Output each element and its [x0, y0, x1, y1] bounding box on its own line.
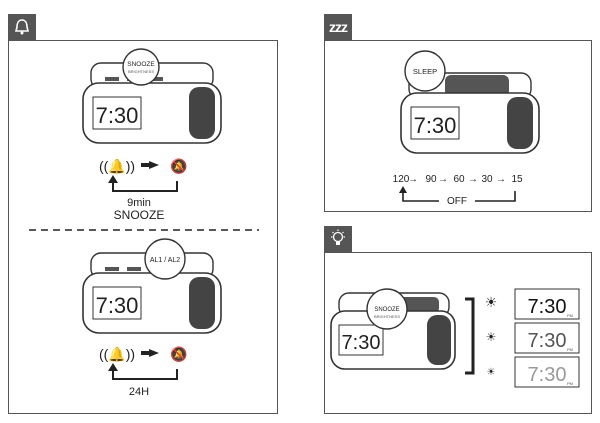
- arrow-right-icon: [149, 349, 159, 357]
- light-bulb-icon: [331, 229, 345, 245]
- arrow-right-icon: →: [438, 174, 448, 185]
- snooze-button-callout: SNOOZE BRIGHTNESS: [122, 48, 160, 86]
- sleep-button-callout: SLEEP: [404, 50, 446, 92]
- off-label: OFF: [447, 196, 467, 207]
- muted-bell-icon: 🔕: [170, 346, 187, 363]
- arrow-right-icon: →: [468, 174, 478, 185]
- sleep-panel: 7:30 SLEEP 120 → 90 → 60 → 30 → 15 OFF: [324, 40, 592, 212]
- sun-dim-icon: ☀: [487, 367, 496, 378]
- alarm-off-sequence: ((🔔)) 🔕 24H: [99, 346, 188, 398]
- sun-bright-icon: ☀: [485, 294, 498, 310]
- arrow-right-icon: →: [496, 174, 506, 185]
- alarm-bell-icon: [14, 19, 30, 35]
- snooze-sequence: ((🔔)) 🔕 9min SNOOZE: [99, 158, 188, 222]
- snooze-brightness-callout: SNOOZE BRIGHTNESS: [366, 288, 408, 330]
- arrow-right-icon: →: [408, 174, 418, 185]
- sleep-sequence: 120 → 90 → 60 → 30 → 15: [393, 174, 523, 185]
- sleep-panel-illustration: 7:30 SLEEP 120 → 90 → 60 → 30 → 15 OFF: [393, 50, 540, 207]
- display-level-medium: 7:30: [528, 330, 567, 352]
- dimmer-bubble-sub: BRIGHTNESS: [374, 314, 400, 319]
- clock-radio-top: 7:30: [82, 62, 222, 144]
- sun-medium-icon: ☀: [486, 330, 497, 344]
- clock-radio-dimmer: 7:30: [330, 292, 456, 370]
- display-level-high: 7:30: [528, 296, 567, 318]
- al-bubble-label: AL1 / AL2: [150, 257, 180, 264]
- sleep-step-1: 90: [425, 174, 437, 185]
- brightness-levels: ☀ 7:30 PM ☀ 7:30 PM ☀ 7:30 PM: [485, 288, 580, 388]
- clock-display-time: 7:30: [342, 332, 381, 354]
- dimmer-bubble-title: SNOOZE: [374, 307, 399, 313]
- dimmer-panel: 7:30 SNOOZE BRIGHTNESS ☀ 7:30 PM ☀ 7:30 …: [324, 252, 592, 414]
- snooze-time: 9min: [127, 197, 151, 209]
- dimmer-panel-illustration: 7:30 SNOOZE BRIGHTNESS ☀ 7:30 PM ☀ 7:30 …: [330, 288, 580, 388]
- sleep-step-4: 15: [511, 174, 523, 185]
- snooze-bubble-sub: BRIGHTNESS: [128, 69, 154, 74]
- alarm-tab: [8, 14, 36, 40]
- ringing-bell-icon: ((🔔)): [99, 346, 135, 363]
- brightness-high: ☀ 7:30 PM: [485, 288, 580, 320]
- al-button-callout: AL1 / AL2: [144, 238, 186, 280]
- sleep-tab: zzz: [324, 14, 352, 40]
- snooze-bubble-title: SNOOZE: [127, 61, 155, 68]
- clock-display-time: 7:30: [96, 293, 139, 318]
- display-level-low: 7:30: [528, 364, 567, 386]
- ringing-bell-icon: ((🔔)): [99, 158, 135, 175]
- sleep-step-2: 60: [453, 174, 465, 185]
- snooze-label: SNOOZE: [114, 208, 165, 222]
- arrow-right-icon: [149, 161, 159, 169]
- alarm-panel: 7:30 SNOOZE BRIGHTNESS ((🔔)) 🔕 9min SNOO…: [8, 40, 278, 414]
- sleep-step-0: 120: [393, 174, 410, 185]
- brightness-medium: ☀ 7:30 PM: [486, 322, 580, 354]
- muted-bell-icon: 🔕: [170, 158, 187, 175]
- al-time: 24H: [129, 386, 149, 398]
- display-level-high-sub: PM: [567, 313, 573, 318]
- zzz-icon: zzz: [329, 19, 348, 35]
- sleep-bubble-label: SLEEP: [413, 67, 437, 76]
- display-level-medium-sub: PM: [567, 347, 573, 352]
- dimmer-tab: [324, 226, 352, 252]
- display-level-low-sub: PM: [567, 381, 573, 386]
- clock-display-time: 7:30: [96, 103, 139, 128]
- alarm-panel-illustration: 7:30 SNOOZE BRIGHTNESS ((🔔)) 🔕 9min SNOO…: [29, 48, 259, 398]
- sleep-step-3: 30: [481, 174, 493, 185]
- brightness-low: ☀ 7:30 PM: [487, 356, 580, 388]
- clock-display-time: 7:30: [414, 113, 457, 138]
